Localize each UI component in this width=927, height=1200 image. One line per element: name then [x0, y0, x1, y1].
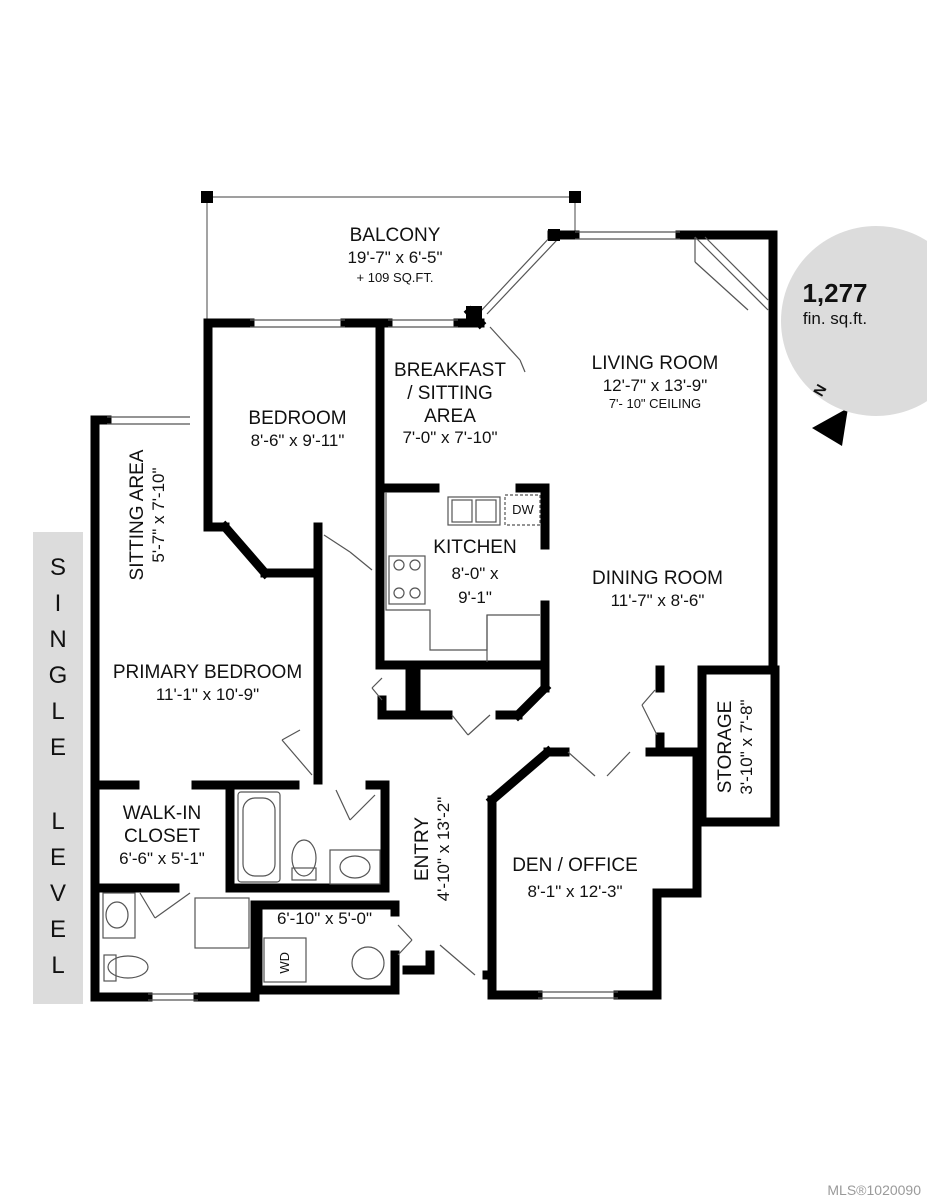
room-primary-bedroom: PRIMARY BEDROOM 11'-1" x 10'-9"	[105, 662, 310, 705]
living-room-dims: 12'-7" x 13'-9"	[602, 375, 708, 395]
band-letter: N	[49, 626, 67, 653]
room-storage: STORAGE 3'-10" x 7'-8"	[715, 667, 761, 827]
dishwasher-label: DW	[512, 502, 534, 517]
washer-dryer-label: WD	[277, 951, 293, 974]
breakfast-line1: BREAKFAST	[394, 360, 506, 381]
room-laundry: 6'-10" x 5'-0"	[262, 909, 387, 929]
living-room-name: LIVING ROOM	[591, 353, 719, 374]
band-letter: L	[51, 698, 65, 725]
room-den-office: DEN / OFFICE 8'-1" x 12'-3"	[500, 855, 650, 902]
room-bedroom: BEDROOM 8'-6" x 9'-11"	[225, 408, 370, 451]
bedroom-name: BEDROOM	[248, 408, 347, 429]
room-entry: ENTRY 4'-10" x 13'-2"	[412, 774, 458, 924]
band-letter: V	[49, 880, 66, 907]
band-letter: E	[49, 916, 66, 943]
area-unit: fin. sq.ft.	[802, 309, 868, 328]
storage-name: STORAGE	[715, 700, 736, 794]
single-level-band: S I N G L E L E V E L	[33, 532, 83, 1004]
balcony-dims: 19'-7" x 6'-5"	[347, 247, 443, 267]
band-letter: S	[49, 554, 66, 581]
room-kitchen: KITCHEN 8'-0" x 9'-1"	[425, 537, 525, 609]
room-sitting-area: SITTING AREA 5'-7" x 7'-10"	[127, 415, 173, 615]
entry-dims: 4'-10" x 13'-2"	[434, 796, 453, 902]
living-room-ceiling: 7'- 10" CEILING	[608, 396, 702, 412]
room-dining-room: DINING ROOM 11'-7" x 8'-6"	[565, 568, 750, 611]
laundry-dims: 6'-10" x 5'-0"	[276, 909, 373, 928]
band-letter: E	[49, 734, 66, 761]
balcony-posts	[201, 191, 581, 203]
dining-room-name: DINING ROOM	[592, 568, 723, 589]
room-breakfast-area: BREAKFAST / SITTING AREA 7'-0" x 7'-10"	[380, 360, 520, 449]
walls	[90, 230, 780, 1002]
compass-arrow	[812, 408, 848, 446]
bathroom-fixtures	[102, 791, 385, 983]
band-letter: I	[54, 590, 62, 617]
closet-dims: 6'-6" x 5'-1"	[119, 848, 205, 868]
band-letter: L	[51, 952, 65, 979]
mls-number: MLS®1020090	[827, 1182, 921, 1198]
kitchen-name: KITCHEN	[433, 537, 517, 558]
balcony-name: BALCONY	[349, 225, 441, 246]
room-walk-in-closet: WALK-IN CLOSET 6'-6" x 5'-1"	[102, 803, 222, 869]
kitchen-fixtures	[385, 492, 541, 662]
room-balcony: BALCONY 19'-7" x 6'-5" + 109 SQ.FT.	[300, 225, 490, 286]
breakfast-line2: / SITTING	[407, 382, 493, 404]
entry-name: ENTRY	[412, 816, 433, 882]
band-letter: G	[48, 662, 68, 689]
balcony-wall-ends	[466, 229, 560, 326]
den-name: DEN / OFFICE	[512, 855, 638, 876]
room-living-room: LIVING ROOM 12'-7" x 13'-9" 7'- 10" CEIL…	[560, 353, 750, 412]
storage-dims: 3'-10" x 7'-8"	[737, 699, 756, 795]
closet-line2: CLOSET	[123, 825, 201, 847]
area-badge: 1,277 fin. sq.ft.	[790, 278, 880, 329]
bedroom-dims: 8'-6" x 9'-11"	[250, 430, 345, 450]
breakfast-dims: 7'-0" x 7'-10"	[402, 428, 498, 448]
kitchen-dims-line2: 9'-1"	[458, 588, 492, 608]
breakfast-line3: AREA	[424, 405, 476, 427]
primary-bedroom-name: PRIMARY BEDROOM	[112, 662, 303, 683]
area-badge-background	[781, 226, 927, 416]
balcony-note: + 109 SQ.FT.	[356, 270, 434, 286]
primary-bedroom-dims: 11'-1" x 10'-9"	[155, 684, 260, 704]
den-dims: 8'-1" x 12'-3"	[527, 881, 623, 901]
band-letter: L	[51, 808, 65, 835]
doors	[139, 326, 658, 976]
kitchen-dims-line1: 8'-0" x	[451, 563, 499, 583]
dining-room-dims: 11'-7" x 8'-6"	[610, 590, 705, 610]
area-value: 1,277	[802, 278, 868, 308]
sitting-area-name: SITTING AREA	[127, 449, 148, 581]
windows	[107, 231, 769, 1001]
sitting-area-dims: 5'-7" x 7'-10"	[149, 467, 168, 563]
closet-line1: WALK-IN	[122, 803, 202, 824]
band-letter: E	[49, 844, 66, 871]
